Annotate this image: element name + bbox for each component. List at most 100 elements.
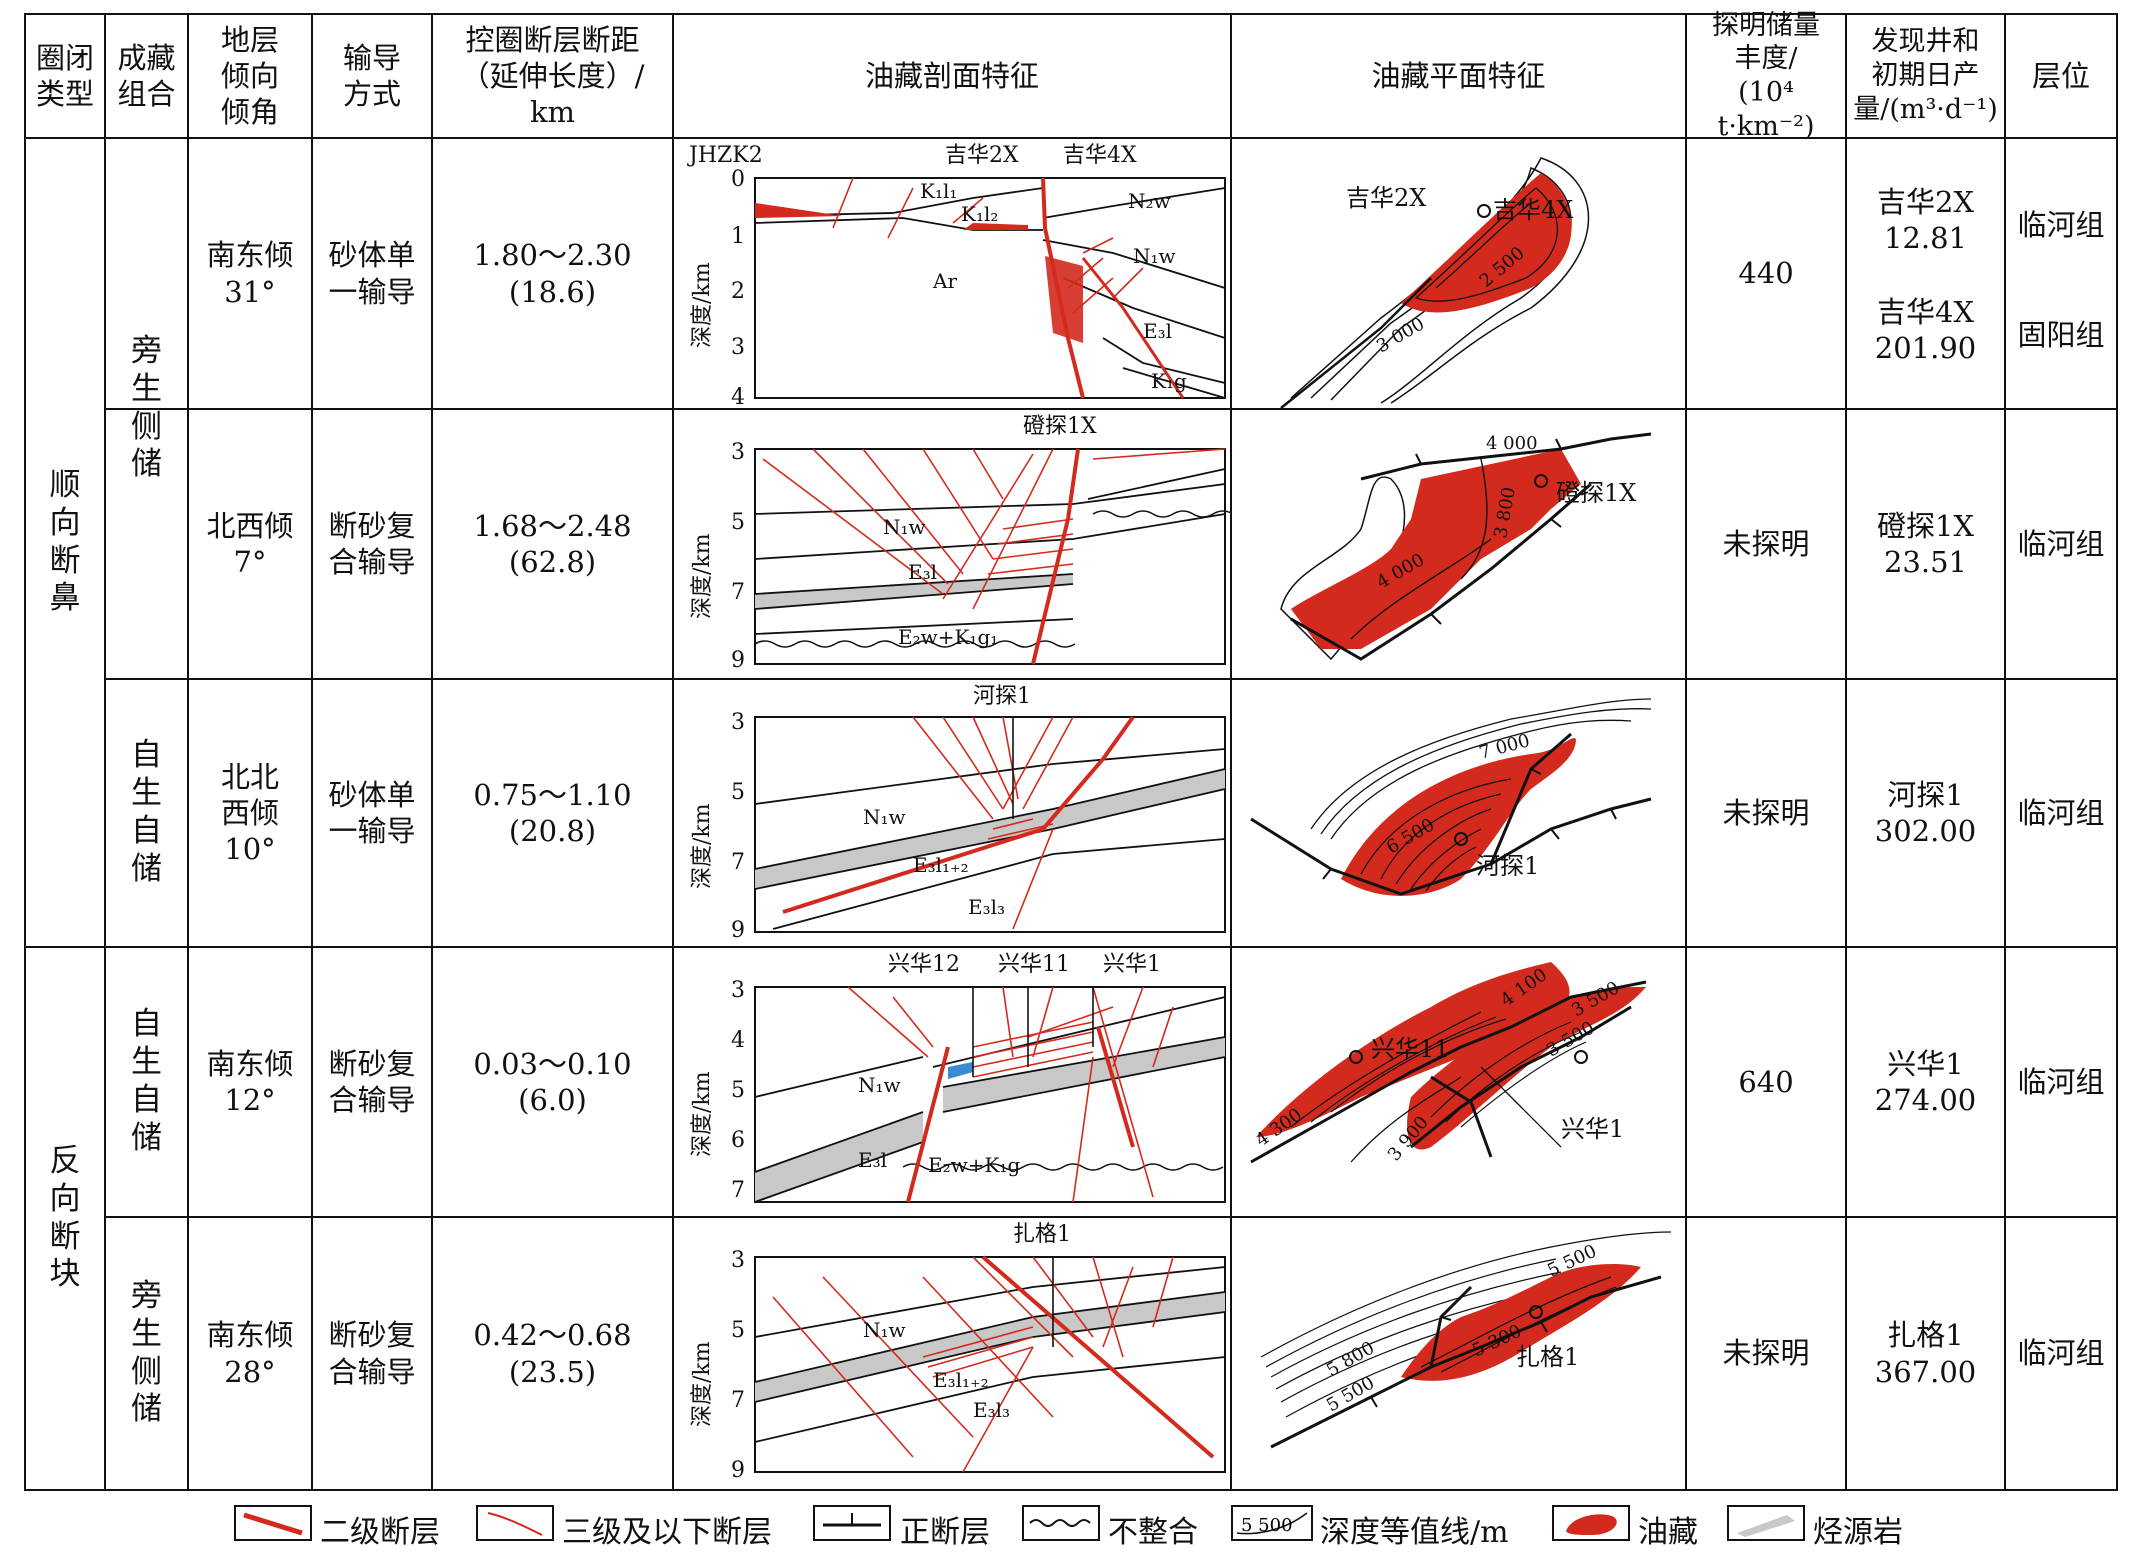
row3-migration: 砂体单 一输导 (328, 777, 416, 848)
header-plan: 油藏平面特征 (1371, 58, 1546, 93)
section-3-diagram: 河探1 3 5 7 9 深度/km N₁w E₃l₁₊₂ E₃l₃ (690, 684, 1226, 943)
row1-well-b: 吉华4X 201.90 (1874, 294, 1977, 365)
section-4-diagram: 兴华12 兴华11 兴华1 3 4 5 6 7 深度/km N₁w E₃l E₂… (690, 952, 1226, 1203)
legend-normal-fault-label: 正断层 (900, 1515, 990, 1550)
row1-dip: 南东倾 31° (206, 238, 294, 309)
row1-migration: 砂体单 一输导 (328, 238, 416, 309)
s1-ylabel: 深度/km (690, 262, 715, 348)
s1-tick-2: 2 (731, 279, 745, 304)
s5-tick-3: 3 (731, 1248, 745, 1273)
s5-label-e3l3: E₃l₃ (973, 1398, 1010, 1422)
legend-unconformity-icon (1022, 1505, 1100, 1541)
section-5-diagram: 扎格1 3 5 7 9 深度/km N₁w E₃l₁₊₂ E₃l₃ (690, 1222, 1226, 1483)
header-throw: 控圈断层断距 （延伸长度）/ km (460, 22, 645, 130)
s4-well-xinghua12: 兴华12 (888, 952, 960, 977)
s5-well: 扎格1 (1013, 1222, 1071, 1247)
s4-tick-7: 7 (731, 1178, 745, 1203)
s2-tick-9: 9 (731, 648, 745, 673)
p4-well-xinghua1: 兴华1 (1561, 1115, 1624, 1143)
row2-migration: 断砂复 合输导 (328, 508, 416, 579)
row5-reserve: 未探明 (1722, 1336, 1810, 1371)
row5-dip: 南东倾 28° (206, 1318, 294, 1389)
row4-reserve: 640 (1738, 1064, 1794, 1099)
group-zisheng-2: 自 生 自 储 (131, 1006, 162, 1156)
s3-tick-3: 3 (731, 710, 745, 735)
section-1-diagram: JHZK2 吉华2X 吉华4X 0 1 2 3 4 深度/km K₁l₁ K₁l… (687, 143, 1226, 409)
row4-dip: 南东倾 12° (206, 1046, 294, 1117)
row1-layer-a: 临河组 (2017, 207, 2105, 242)
plan-2-map: 磴探1X 4 000 3 800 4 000 (1280, 432, 1652, 661)
header-reserve: 探明储量 丰度/ (10⁴ t·km⁻²) (1712, 9, 1820, 142)
header-section: 油藏剖面特征 (864, 58, 1039, 93)
s1-label-k1l1: K₁l₁ (920, 179, 957, 203)
row5-throw: 0.42～0.68 (23.5) (473, 1318, 632, 1389)
p1-contour-3000: 3 000 (1373, 313, 1428, 357)
legend-contour-icon: 5 500 (1231, 1505, 1313, 1541)
row4-well: 兴华1 274.00 (1874, 1046, 1977, 1117)
s5-label-e3l12: E₃l₁₊₂ (933, 1368, 989, 1392)
s1-label-n2w: N₂w (1128, 189, 1171, 213)
row5-layer: 临河组 (2017, 1336, 2105, 1371)
p2-contour-4000a: 4 000 (1486, 433, 1538, 454)
s1-label-k1g: K₁g (1151, 369, 1187, 393)
row1-layer-b: 固阳组 (2017, 317, 2105, 352)
row5-well: 扎格1 367.00 (1874, 1318, 1977, 1389)
p1-well-jihua4x: 吉华4X (1493, 196, 1573, 224)
s3-tick-5: 5 (731, 780, 745, 805)
header-accumulation: 成藏 组合 (117, 40, 176, 111)
p2-well: 磴探1X (1556, 479, 1636, 507)
s3-ylabel: 深度/km (690, 803, 715, 889)
s5-label-n1w: N₁w (863, 1318, 906, 1342)
row4-layer: 临河组 (2017, 1064, 2105, 1099)
p3-well: 河探1 (1476, 852, 1539, 880)
group-zisheng-1: 自 生 自 储 (131, 737, 162, 887)
row4-migration: 断砂复 合输导 (328, 1046, 416, 1117)
row2-well: 磴探1X 23.51 (1876, 508, 1975, 579)
s2-label-e2w: E₂w+K₁g₁ (898, 625, 998, 649)
legend-unconformity-label: 不整合 (1108, 1515, 1198, 1550)
legend-source-rock-label: 烃源岩 (1813, 1515, 1903, 1550)
s4-well-xinghua11: 兴华11 (998, 952, 1070, 977)
legend: 二级断层 三级及以下断层 正断层 不整合 5 500 深度等值线/m 油藏 烃源… (0, 1495, 2139, 1552)
s1-tick-1: 1 (731, 224, 745, 249)
p4-contour-4300: 4 300 (1252, 1104, 1306, 1151)
s1-well-jihua4x: 吉华4X (1063, 143, 1137, 168)
row2-reserve: 未探明 (1722, 526, 1810, 561)
s4-label-e3l: E₃l (858, 1148, 887, 1172)
header-migration: 输导 方式 (342, 40, 401, 111)
s1-well-jhzk2: JHZK2 (687, 143, 763, 168)
row1-well-a: 吉华2X 12.81 (1876, 184, 1975, 255)
p5-well: 扎格1 (1516, 1343, 1579, 1371)
s1-label-e3l: E₃l (1143, 319, 1172, 343)
plan-3-map: 河探1 7 000 6 500 (1250, 698, 1652, 896)
s1-label-n1w: N₁w (1133, 244, 1176, 268)
s3-label-e3l12: E₃l₁₊₂ (913, 853, 969, 877)
p4-well-xinghua11: 兴华11 (1371, 1035, 1450, 1063)
plan-4-map: 兴华11 兴华1 4 100 3 500 3 500 4 300 3 900 (1250, 962, 1647, 1165)
legend-major-fault-icon (234, 1505, 312, 1541)
header-dip: 地层 倾向 倾角 (220, 22, 279, 130)
legend-major-fault-label: 二级断层 (320, 1515, 440, 1550)
group-pangsheng-1: 旁 生 侧 储 (131, 332, 162, 483)
s1-well-jihua2x: 吉华2X (945, 143, 1019, 168)
plan-5-map: 扎格1 5 500 5 800 5 500 5 300 (1260, 1231, 1672, 1449)
row2-dip: 北西倾 7° (206, 508, 294, 579)
legend-contour-sample: 5 500 (1241, 1515, 1293, 1536)
group-shunxiang: 顺 向 断 鼻 (49, 466, 81, 617)
s3-tick-9: 9 (731, 918, 745, 943)
row1-throw: 1.80～2.30 (18.6) (473, 238, 632, 309)
group-pangsheng-2: 旁 生 侧 储 (131, 1277, 162, 1428)
s4-tick-6: 6 (731, 1128, 745, 1153)
s2-label-e3l: E₃l (908, 560, 937, 584)
s4-label-n1w: N₁w (858, 1073, 901, 1097)
s3-label-n1w: N₁w (863, 805, 906, 829)
legend-minor-fault-icon (476, 1505, 554, 1541)
s2-tick-5: 5 (731, 510, 745, 535)
row2-layer: 临河组 (2017, 526, 2105, 561)
legend-source-rock-icon (1727, 1505, 1805, 1541)
s4-tick-3: 3 (731, 978, 745, 1003)
section-2-diagram: 磴探1X 3 5 7 9 深度/km N₁w E₃l E₂w+K₁g₁ (690, 414, 1231, 673)
s2-ylabel: 深度/km (690, 533, 715, 619)
s4-well-xinghua1: 兴华1 (1103, 952, 1161, 977)
